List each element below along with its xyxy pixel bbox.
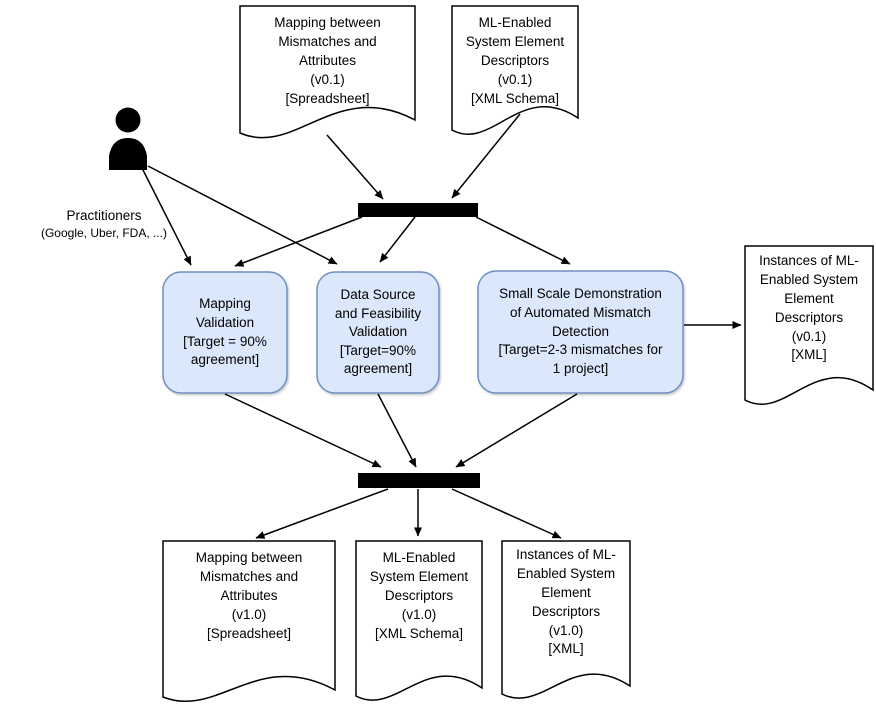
document-instances-v01-label: Instances of ML- Enabled System Element … xyxy=(759,253,859,363)
document-mapping-v10-label: Mapping between Mismatches and Attribute… xyxy=(195,550,303,641)
person-icon xyxy=(109,107,147,170)
arrow-actor-to-data-source-validation xyxy=(147,165,338,265)
document-mapping-v10 xyxy=(162,540,336,703)
activity-data-source-validation-label: Data Source and Feasibility Validation [… xyxy=(334,286,422,377)
activity-small-scale-demo xyxy=(477,270,684,394)
activity-data-source-validation xyxy=(316,271,440,394)
document-descriptors-v10-label: ML-Enabled System Element Descriptors (v… xyxy=(369,550,469,641)
actor-label: Practitioners (Google, Uber, FDA, ...) xyxy=(8,189,200,259)
document-instances-v10-label: Instances of ML- Enabled System Element … xyxy=(516,547,616,657)
arrow-join-to-mapping-v10 xyxy=(255,488,389,539)
document-mapping-v01-label: Mapping between Mismatches and Attribute… xyxy=(274,15,381,106)
activity-mapping-validation xyxy=(162,271,288,394)
activity-mapping-validation-label: Mapping Validation [Target = 90% agreeme… xyxy=(183,296,267,368)
document-descriptors-v01-label: ML-Enabled System Element Descriptors (v… xyxy=(465,15,565,106)
document-instances-v10 xyxy=(501,540,631,699)
arrow-fork-to-small-scale-demo xyxy=(475,216,571,265)
activity-small-scale-demo-label: Small Scale Demonstration of Automated M… xyxy=(498,286,663,376)
arrow-demo-to-join xyxy=(455,393,578,468)
arrow-fork-to-mapping-validation xyxy=(234,216,363,267)
arrow-join-to-instances-v10 xyxy=(451,488,562,539)
arrow-mapping-validation-to-join xyxy=(224,393,382,468)
arrow-mapping-v01-to-fork xyxy=(326,134,384,200)
join-bar-bottom xyxy=(358,473,480,488)
arrow-descriptors-v01-to-fork xyxy=(451,113,521,199)
document-instances-v01 xyxy=(744,245,874,406)
actor-name: Practitioners xyxy=(66,207,142,223)
document-descriptors-v10 xyxy=(355,540,483,701)
arrow-fork-to-data-source-validation xyxy=(379,216,416,263)
document-mapping-v01 xyxy=(239,5,416,139)
fork-bar-top xyxy=(358,203,478,217)
document-descriptors-v01 xyxy=(451,5,579,136)
arrow-data-source-validation-to-join xyxy=(377,393,417,468)
arrow-actor-to-mapping-validation xyxy=(141,167,192,266)
actor-examples: (Google, Uber, FDA, ...) xyxy=(40,226,168,241)
